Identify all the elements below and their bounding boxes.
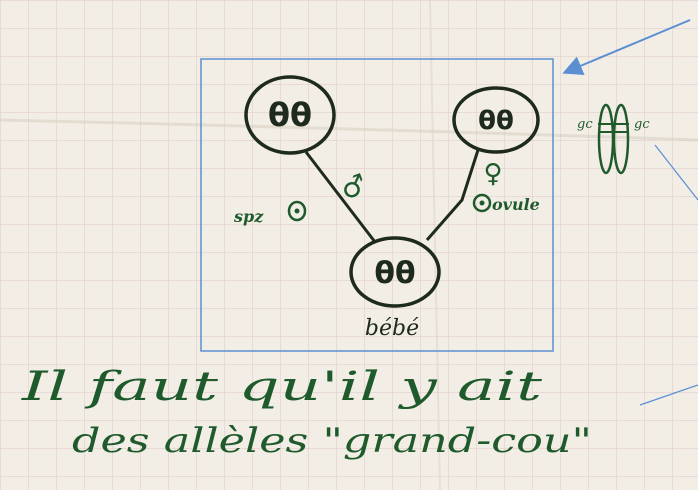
father-to-baby-line — [304, 151, 377, 243]
baby-label: bébé — [365, 316, 419, 341]
paper-fold — [429, 0, 441, 490]
ovule-label: ovule — [492, 195, 540, 214]
father-chromosomes: θθ — [268, 96, 312, 134]
annotation-line — [639, 384, 698, 406]
mother-chromosomes: θθ — [478, 106, 514, 136]
sperm-icon — [287, 200, 307, 222]
annotation-line — [654, 144, 698, 201]
baby-chromosomes: θθ — [374, 256, 415, 291]
baby-cell: θθ — [349, 236, 441, 308]
sperm-label: spz — [233, 207, 264, 226]
father-cell: θθ — [244, 75, 336, 155]
gc-label-left: gc — [577, 117, 593, 132]
female-symbol: ♀ — [483, 159, 502, 189]
gc-chromosome-pair — [597, 103, 630, 175]
note-line-1: Il faut qu'il y ait — [20, 364, 543, 410]
note-line-2: des allèles "grand-cou" — [72, 421, 592, 461]
annotation-arrow — [562, 19, 691, 76]
gc-label-right: gc — [634, 117, 650, 132]
mother-to-baby-line — [425, 149, 480, 241]
mother-cell: θθ — [452, 86, 540, 154]
ovule-icon — [472, 193, 492, 213]
annotation-box — [200, 58, 554, 352]
